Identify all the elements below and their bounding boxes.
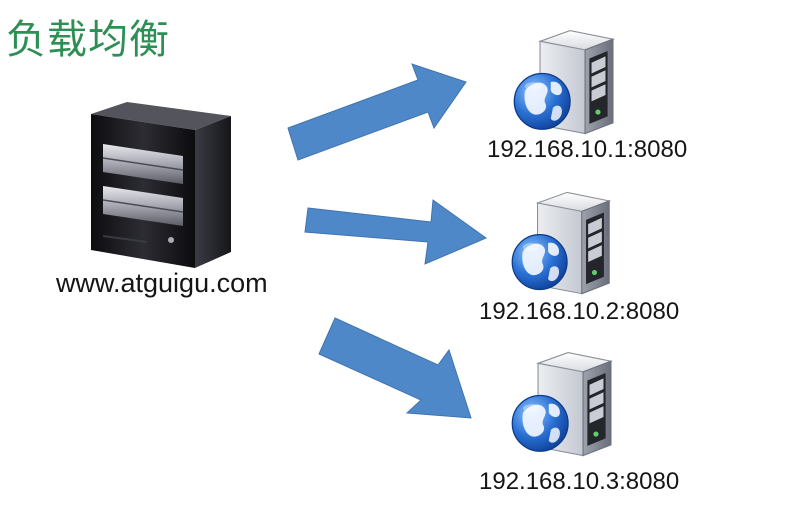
page-title: 负载均衡 xyxy=(6,17,170,63)
client-tower-server-icon xyxy=(89,100,233,270)
server-3-address-label: 192.168.10.3:8080 xyxy=(479,468,680,495)
arrow-to-server-3 xyxy=(318,317,472,419)
arrow-to-server-2 xyxy=(304,199,488,265)
server-1-globe-server-icon xyxy=(513,29,614,135)
server-3-globe-server-icon xyxy=(511,351,612,457)
arrow-to-server-1 xyxy=(287,63,467,161)
server-2-globe-server-icon xyxy=(511,191,610,295)
client-domain-label: www.atguigu.com xyxy=(56,268,268,298)
server-2-address-label: 192.168.10.2:8080 xyxy=(479,298,680,325)
server-1-address-label: 192.168.10.1:8080 xyxy=(487,136,688,163)
